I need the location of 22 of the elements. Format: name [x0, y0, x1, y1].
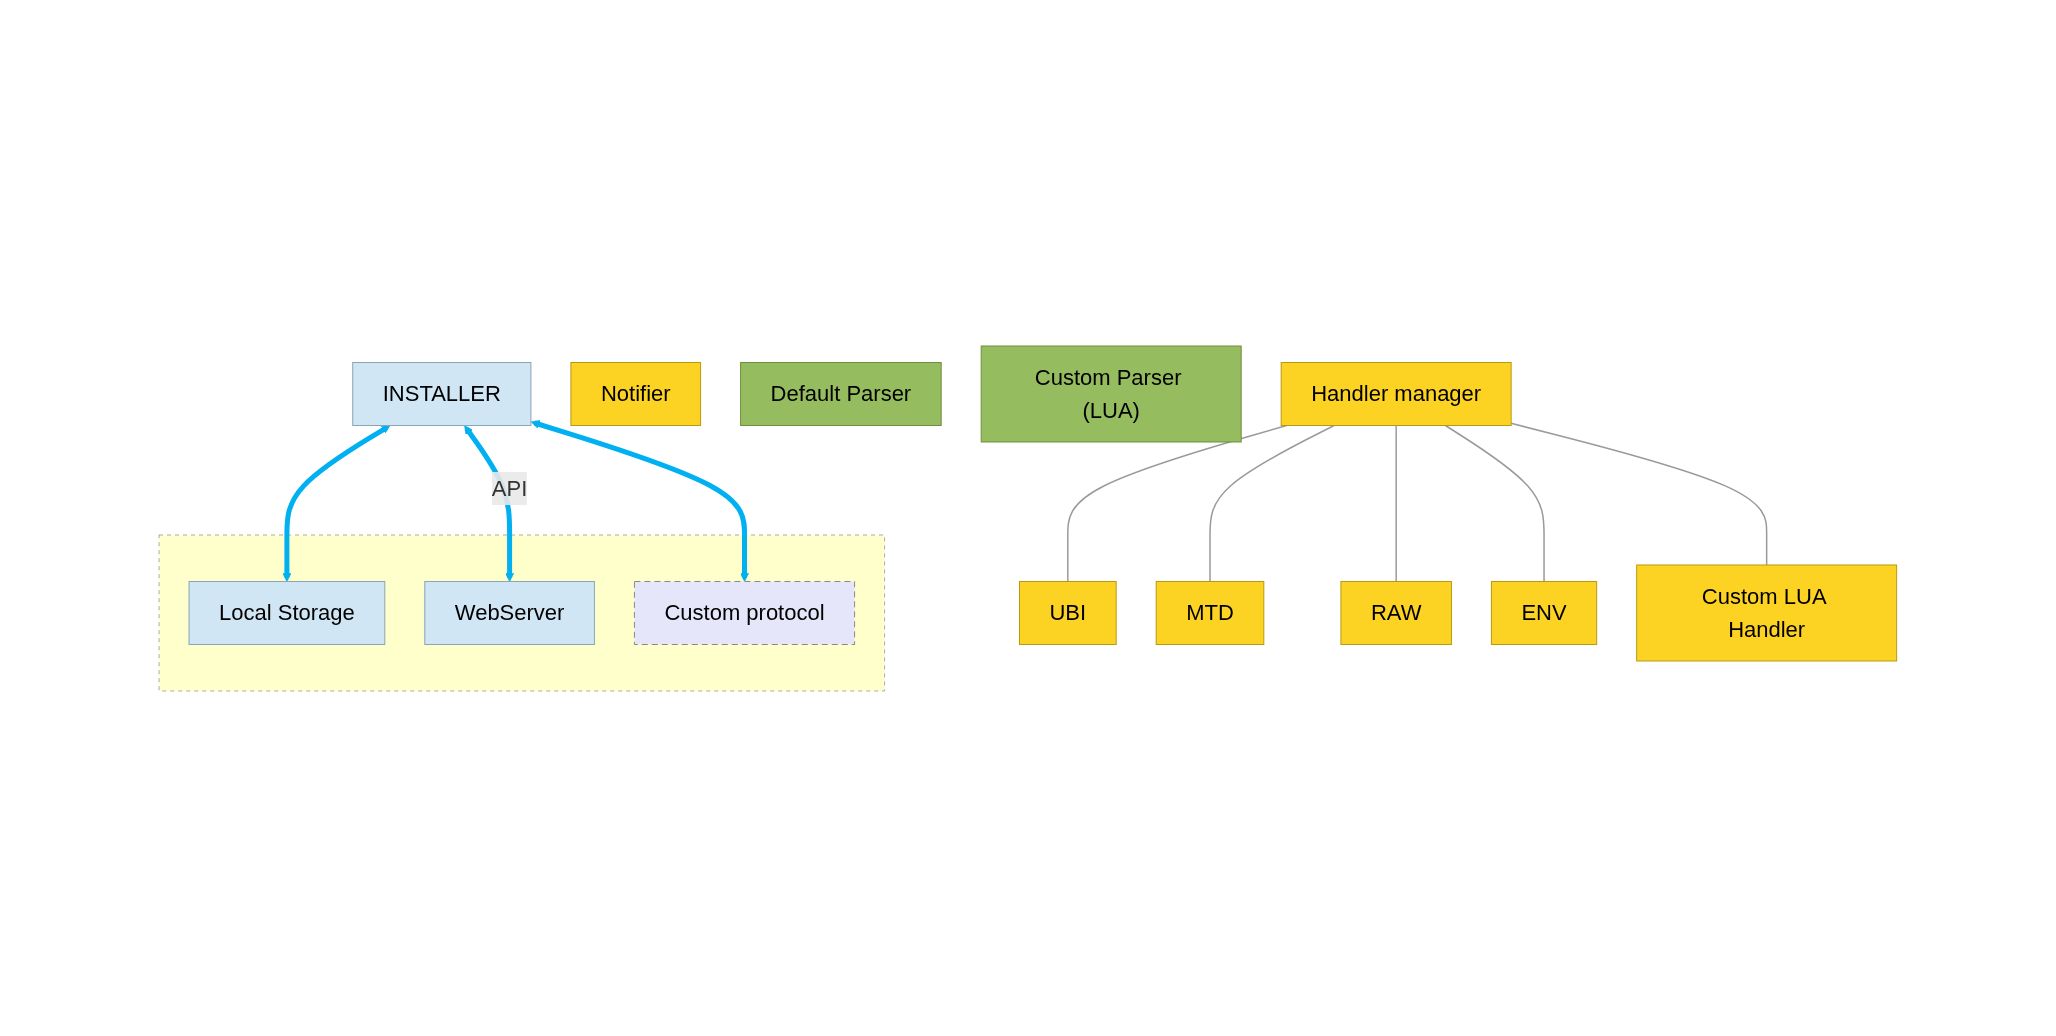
connector [1444, 424, 1545, 582]
connector [1510, 422, 1768, 566]
connector [1209, 424, 1335, 582]
node-box: UBI [1019, 580, 1117, 645]
node-box: Custom LUA Handler [1636, 564, 1898, 661]
node-box: Local Storage [188, 580, 386, 645]
node-box: Default Parser [740, 361, 942, 426]
node-box: Custom protocol [634, 580, 856, 645]
node-box: WebServer [424, 580, 596, 645]
edge-label: API [492, 475, 528, 501]
node-box: ENV [1491, 580, 1598, 645]
node-box: Custom Parser (LUA) [980, 345, 1242, 442]
node-box: RAW [1340, 580, 1453, 645]
arrow [531, 419, 750, 582]
cluster [158, 534, 886, 691]
connector [1067, 424, 1288, 582]
node-box: INSTALLER [352, 361, 532, 426]
connector [1395, 424, 1398, 582]
node-box: Handler manager [1280, 361, 1512, 426]
node-box: MTD [1155, 580, 1265, 645]
node-box: Notifier [570, 361, 702, 426]
arrow [282, 424, 391, 582]
